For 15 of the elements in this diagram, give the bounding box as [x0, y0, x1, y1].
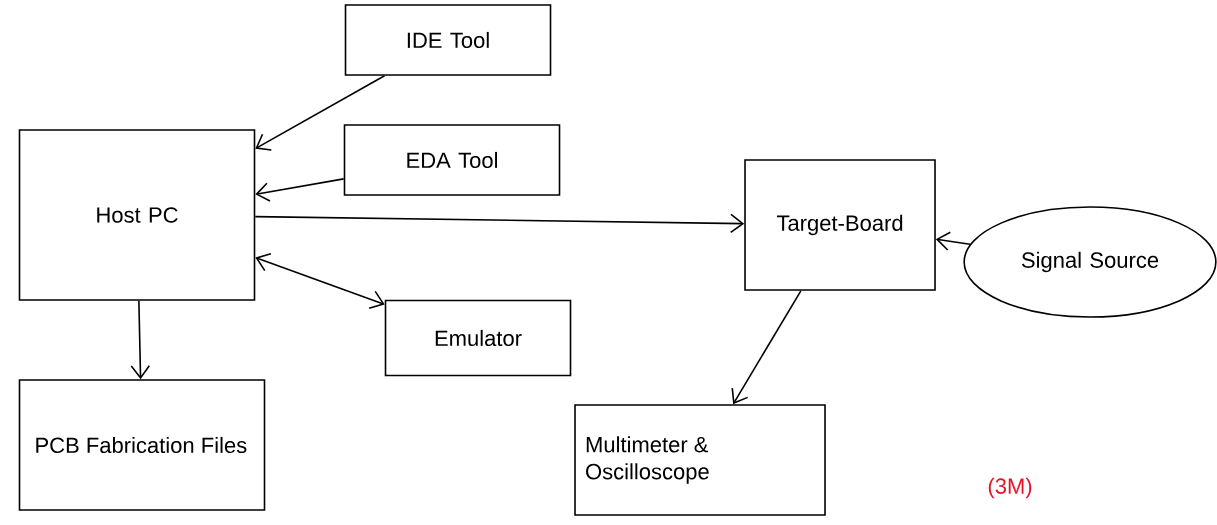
arrow	[255, 178, 345, 202]
arrow	[935, 231, 971, 251]
process-box: Target-Board	[744, 159, 936, 291]
process-box: Host PC	[18, 129, 256, 301]
process-box: EDA Tool	[343, 124, 561, 196]
arrow	[255, 75, 386, 151]
process-box: Emulator	[384, 299, 572, 377]
process-box: Multimeter & Oscilloscope	[574, 404, 826, 516]
arrow	[130, 300, 151, 380]
arrow	[254, 213, 745, 234]
arrow	[731, 290, 802, 405]
arrow	[255, 252, 385, 310]
process-box: IDE Tool	[344, 4, 552, 76]
process-box: PCB Fabrication Files	[18, 379, 266, 511]
mark-note: (3M)	[988, 477, 1032, 499]
